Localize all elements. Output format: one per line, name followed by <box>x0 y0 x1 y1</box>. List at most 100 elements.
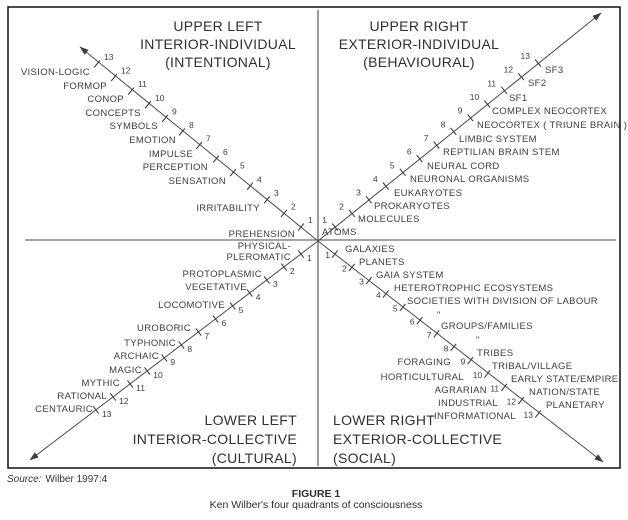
tick-mark <box>399 303 406 312</box>
tick-mark <box>161 114 169 123</box>
tick-number: 1 <box>307 253 312 263</box>
heading-line: (CULTURAL) <box>212 450 297 466</box>
tick-mark <box>144 100 152 109</box>
source-label: Source: <box>7 474 42 485</box>
stage-label: NEURONAL ORGANISMS <box>410 174 529 185</box>
tick-mark <box>297 223 305 231</box>
tick-number: 13 <box>102 409 112 419</box>
tick-mark <box>500 383 508 392</box>
stage-label: SF1 <box>509 93 527 104</box>
stage-label: EARLY STATE/EMPIRE <box>511 374 618 385</box>
stage-label: SOCIETIES WITH DIVISION OF LABOUR <box>407 296 598 307</box>
tick-number: 11 <box>490 383 499 393</box>
heading-line: UPPER RIGHT <box>370 18 469 34</box>
heading-line: INTERIOR-COLLECTIVE <box>133 431 297 447</box>
tick-number: 9 <box>461 357 466 367</box>
tick-number: 8 <box>444 343 449 353</box>
stage-label: PROKARYOTES <box>374 201 450 212</box>
stage-label: TYPHONIC <box>124 338 176 349</box>
tick-mark <box>534 410 542 418</box>
stage-label: GAIA SYSTEM <box>376 270 444 281</box>
tick-mark <box>178 341 185 349</box>
stage-label: INDUSTRIAL <box>438 398 498 409</box>
tick-mark <box>348 263 356 272</box>
source-note: Source:Wilber 1997:4 <box>7 474 108 485</box>
quadrant-heading-lower-left: LOWER LEFT INTERIOR-COLLECTIVE (CULTURAL… <box>133 412 297 466</box>
ray-upper-right <box>317 12 602 242</box>
tick-mark <box>280 209 288 218</box>
quadrant-heading-upper-left: UPPER LEFT INTERIOR-INDIVIDUAL (INTENTIO… <box>140 18 296 70</box>
stage-label: " <box>437 310 441 321</box>
tick-mark <box>534 59 542 67</box>
stage-label: HORTICULTURAL <box>381 372 464 383</box>
tick-number: 10 <box>473 370 483 380</box>
tick-mark <box>127 87 135 96</box>
tick-mark <box>246 289 253 297</box>
stage-label: CONCEPTS <box>85 108 141 119</box>
tick-number: 5 <box>240 161 245 171</box>
figure-caption-title: FIGURE 1 <box>292 488 341 500</box>
stage-label: PLANETARY <box>546 400 605 411</box>
quadrant-heading-lower-right: LOWER RIGHT EXTERIOR-COLLECTIVE (SOCIAL) <box>333 412 502 466</box>
tick-mark <box>483 100 491 108</box>
tick-mark <box>517 396 525 405</box>
tick-mark <box>450 343 457 352</box>
tick-mark <box>500 86 508 95</box>
tick-number: 12 <box>504 65 514 75</box>
tick-number: 2 <box>290 266 295 276</box>
stage-label: PHYSICAL- <box>238 241 291 252</box>
tick-mark <box>467 113 474 122</box>
tick-number: 12 <box>507 397 517 407</box>
tick-number: 10 <box>153 370 163 380</box>
tick-number: 1 <box>325 250 330 260</box>
stage-label: UROBORIC <box>137 323 191 334</box>
stage-label: NEURAL CORD <box>427 161 500 172</box>
stage-label: SENSATION <box>169 176 226 187</box>
tick-number: 4 <box>256 292 261 302</box>
stage-label: HETEROTROPHIC ECOSYSTEMS <box>394 283 553 294</box>
tick-number: 5 <box>239 305 244 315</box>
tick-number: 7 <box>205 331 210 341</box>
tick-mark <box>212 155 220 163</box>
tick-number: 3 <box>273 279 278 289</box>
stage-label: ATOMS <box>322 227 357 238</box>
tick-mark <box>263 276 270 284</box>
stage-label: PERCEPTION <box>143 162 208 173</box>
heading-line: (BEHAVIOURAL) <box>363 54 475 70</box>
tick-number: 1 <box>308 215 313 225</box>
tick-mark <box>212 315 219 323</box>
stage-label: GROUPS/FAMILIES <box>441 321 533 332</box>
stage-label: FORAGING <box>398 357 451 368</box>
stage-label: VISION-LOGIC <box>21 67 90 78</box>
tick-mark <box>195 328 202 336</box>
tick-number: 7 <box>427 330 432 340</box>
tick-mark <box>382 290 389 298</box>
tick-number: 7 <box>424 133 429 143</box>
quadrant-heading-upper-right: UPPER RIGHT EXTERIOR-INDIVIDUAL (BEHAVIO… <box>339 18 499 70</box>
stage-label: PLANETS <box>359 257 405 268</box>
figure-caption-subtitle: Ken Wilber's four quadrants of conscious… <box>210 499 423 511</box>
tick-mark <box>92 406 100 414</box>
tick-mark <box>331 250 339 258</box>
tick-number: 4 <box>373 174 378 184</box>
stage-label: TRIBAL/VILLAGE <box>492 361 572 372</box>
ray-lower-left <box>29 240 319 461</box>
tick-mark <box>280 263 288 271</box>
stage-label: VEGETATIVE <box>185 282 247 293</box>
tick-mark <box>433 330 440 338</box>
stage-label: MYTHIC <box>81 378 120 389</box>
stage-label: FORMOP <box>63 81 107 92</box>
stage-label: MAGIC <box>109 365 142 376</box>
tick-number: 3 <box>359 277 364 287</box>
heading-line: LOWER RIGHT <box>333 412 435 428</box>
ray-lower-right <box>317 240 604 463</box>
stage-label: ARCHAIC <box>114 351 159 362</box>
stage-label: " <box>476 335 480 346</box>
tick-number: 6 <box>410 317 415 327</box>
tick-mark <box>484 370 491 378</box>
tick-number: 13 <box>524 410 534 420</box>
tick-number: 2 <box>342 263 347 273</box>
tick-mark <box>263 195 271 204</box>
stage-label: EMOTION <box>129 135 176 146</box>
